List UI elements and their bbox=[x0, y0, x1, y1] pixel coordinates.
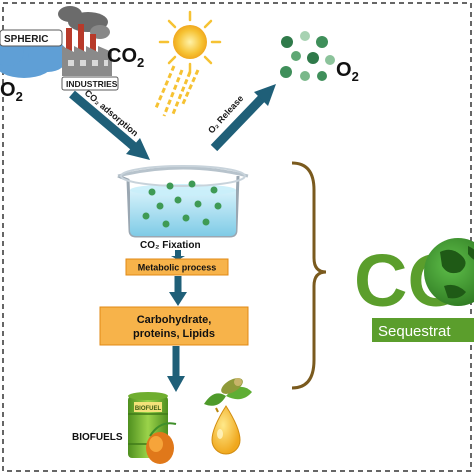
sequestration-label: Sequestrat bbox=[378, 323, 451, 340]
o2-release-arrow bbox=[210, 84, 276, 152]
sun-icon bbox=[158, 10, 222, 74]
industries-label-box bbox=[61, 76, 119, 91]
oil-drop-icon bbox=[211, 405, 241, 455]
co2-top-label: CO2 bbox=[107, 45, 144, 70]
atmospheric-label: SPHERIC bbox=[4, 34, 48, 45]
arrow-down-2 bbox=[169, 276, 187, 306]
carbohydrate-label-line2: proteins, Lipids bbox=[133, 328, 215, 340]
o2-right-label: O2 bbox=[336, 59, 359, 84]
o2-release-label: O₂ Release bbox=[206, 93, 245, 135]
barrel-label: BIOFUEL bbox=[135, 406, 162, 412]
grouping-bracket bbox=[291, 161, 327, 390]
co2-adsorption-arrow bbox=[69, 90, 150, 160]
palm-fruit-icon bbox=[146, 422, 177, 464]
carbohydrate-label-line1: Carbohydrate, bbox=[137, 314, 212, 326]
earth-globe-icon bbox=[424, 238, 474, 306]
factory-icon bbox=[58, 6, 112, 76]
beaker-icon bbox=[117, 165, 249, 238]
metabolic-process-box bbox=[125, 258, 229, 276]
arrow-down-3 bbox=[167, 346, 185, 392]
seed-pod-icon bbox=[204, 378, 252, 406]
atmospheric-label-box bbox=[0, 29, 63, 47]
metabolic-process-label: Metabolic process bbox=[138, 263, 217, 273]
co2-fixation-label: CO₂ Fixation bbox=[140, 240, 201, 251]
industries-label: INDUSTRIES bbox=[66, 79, 118, 89]
sunlight-rays bbox=[154, 65, 200, 117]
biofuels-label: BIOFUELS bbox=[72, 432, 123, 443]
arrow-down-1 bbox=[171, 250, 185, 260]
o2-bubbles bbox=[280, 31, 335, 81]
co2-left-label: O2 bbox=[0, 79, 23, 104]
sequestration-box bbox=[372, 318, 474, 342]
carbohydrate-box bbox=[99, 306, 249, 346]
algae-cells bbox=[142, 180, 222, 228]
